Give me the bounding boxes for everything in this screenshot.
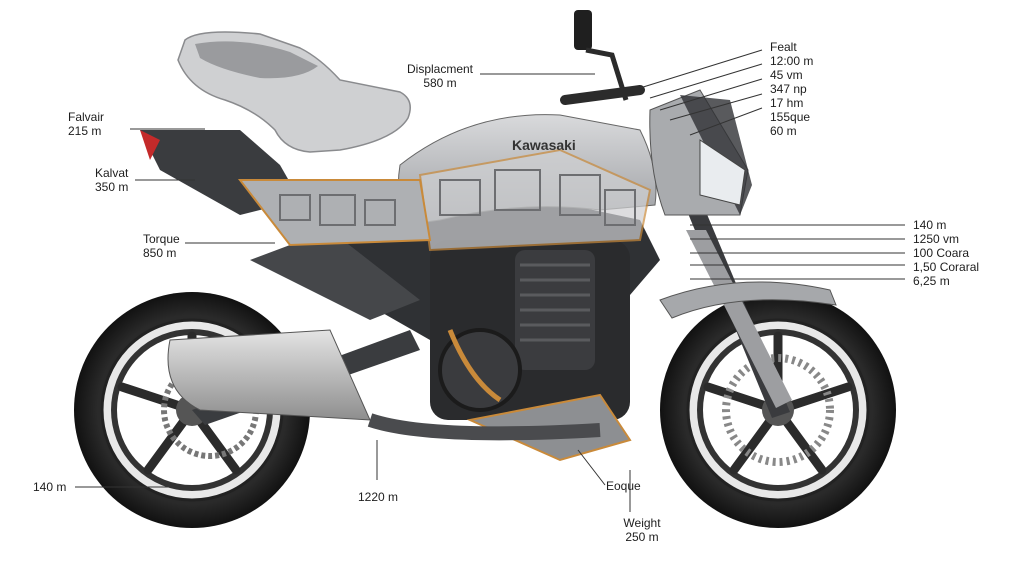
eoque-name: Eoque (606, 479, 641, 493)
falvair-name: Falvair (68, 110, 105, 124)
label-falvair: Falvair 215 m (68, 110, 104, 138)
top-right-5: 155que (770, 110, 811, 124)
leader-lines (75, 49, 905, 512)
right-mid-3: 1,50 Coraral (913, 260, 980, 274)
displacement-value: 580 m (423, 76, 457, 90)
label-weight: Weight 250 m (610, 516, 674, 544)
bottom-center-value: 1220 m (357, 490, 399, 504)
top-right-1: 12:00 m (770, 54, 814, 68)
torque-value: 850 m (143, 246, 177, 260)
kalvat-value: 350 m (95, 180, 129, 194)
bottom-left-value: 140 m (33, 480, 67, 494)
top-right-3: 347 np (770, 82, 807, 96)
right-mid-0: 140 m (913, 218, 947, 232)
right-mid-4: 6,25 m (913, 274, 950, 288)
fuel-tank: Kawasaki (397, 114, 657, 252)
engine (430, 240, 630, 420)
falvair-value: 215 m (68, 124, 102, 138)
right-mid-1: 1250 vm (913, 232, 960, 246)
label-displacement: Displacment 580 m (400, 62, 480, 90)
brand-logo: Kawasaki (512, 137, 576, 153)
label-kalvat: Kalvat 350 m (95, 166, 128, 194)
seat-exploded (177, 31, 411, 153)
label-torque: Torque 850 m (143, 232, 180, 260)
torque-name: Torque (143, 232, 180, 246)
weight-name: Weight (623, 516, 661, 530)
top-right-4: 17 hm (770, 96, 804, 110)
displacement-name: Displacment (406, 62, 474, 76)
top-right-2: 45 vm (770, 68, 803, 82)
top-right-0: Fealt (770, 40, 797, 54)
label-right-mid: 140 m 1250 vm 100 Coara 1,50 Coraral 6,2… (913, 218, 979, 288)
label-eoque: Eoque (606, 479, 641, 493)
top-right-6: 60 m (770, 124, 797, 138)
weight-value: 250 m (625, 530, 659, 544)
handlebar (560, 10, 645, 105)
label-top-right: Fealt 12:00 m 45 vm 347 np 17 hm 155que … (770, 40, 813, 138)
tail-section (140, 130, 432, 247)
right-mid-2: 100 Coara (913, 246, 970, 260)
label-bottom-left: 140 m (33, 480, 66, 494)
kalvat-name: Kalvat (95, 166, 129, 180)
front-fender (659, 281, 837, 319)
headlight-fairing (649, 89, 752, 216)
exhaust (167, 329, 601, 441)
label-bottom-center: 1220 m (348, 490, 408, 504)
